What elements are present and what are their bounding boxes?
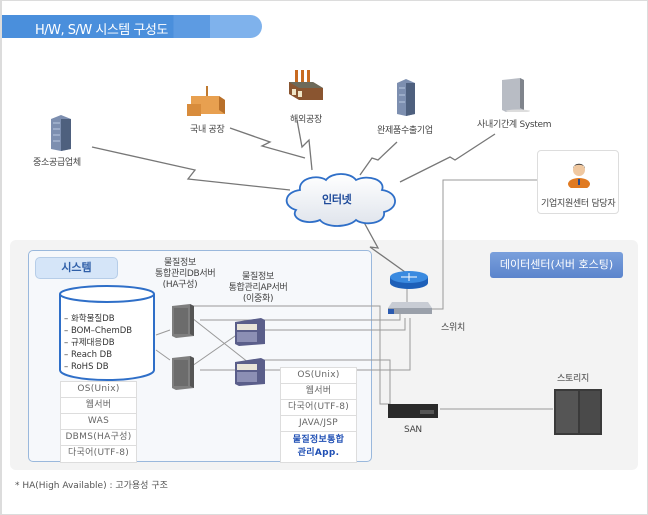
domestic-factory-label: 국내 공장 [190, 125, 225, 135]
san-label: SAN [404, 425, 422, 435]
export-company-label: 완제품수출기업 [377, 126, 433, 136]
title-bar: H/W, S/W 시스템 구성도 [2, 15, 262, 38]
ap-server-icon [235, 318, 265, 346]
db-item: – RoHS DB [64, 362, 109, 372]
ap-server-icon [235, 358, 265, 386]
internet-cloud-icon [285, 173, 396, 227]
san-icon [388, 404, 438, 418]
person-icon [568, 163, 590, 188]
app-name-line: 관리App. [297, 448, 340, 458]
database-icon [59, 285, 155, 381]
building-icon [51, 115, 71, 151]
link-router [359, 214, 406, 273]
db-server-icon [172, 356, 194, 390]
page-title: H/W, S/W 시스템 구성도 [35, 23, 168, 38]
factory-icon [289, 70, 323, 100]
internet-label: 인터넷 [322, 193, 352, 206]
app-name: 물질정보통합 관리App. [281, 432, 356, 462]
link-sme [91, 146, 291, 191]
db-server-icon [172, 304, 194, 338]
server-tower-icon [502, 78, 530, 112]
spec-row: OS(Unix) [61, 382, 136, 398]
datacenter-badge: 데이터센터(서버 호스팅) [490, 252, 623, 278]
spec-row: JAVA/JSP [281, 416, 356, 432]
link-export [359, 141, 398, 176]
router-icon [390, 271, 428, 289]
spec-row: DBMS(HA구성) [61, 430, 136, 446]
factory-icon [187, 86, 225, 116]
db-server-label-line: 물질정보 [164, 258, 196, 268]
ap-server-label-line: (이중화) [242, 294, 274, 304]
overseas-factory-label: 해외공장 [290, 115, 322, 125]
db-item: – BOM–ChemDB [64, 326, 133, 336]
spec-row: 웹서버 [281, 384, 356, 400]
support-label: 기업지원센터 담당자 [541, 199, 616, 209]
app-name-line: 물질정보통합 [292, 435, 345, 445]
db-spec-table: OS(Unix) 웹서버 WAS DBMS(HA구성) 다국어(UTF-8) [60, 381, 137, 463]
ap-spec-table: OS(Unix) 웹서버 다국어(UTF-8) JAVA/JSP 물질정보통합 … [280, 367, 357, 463]
db-item: – 화학물질DB [64, 314, 115, 324]
sme-supplier-label: 중소공급업체 [33, 158, 81, 168]
link-overseas [296, 119, 313, 171]
db-server-label: 물질정보 통합관리DB서버 (HA구성) [155, 258, 216, 291]
db-server-label-line: (HA구성) [162, 280, 198, 290]
ap-server-label-line: 물질정보 [242, 272, 274, 282]
system-label: 시스템 [35, 257, 118, 279]
storage-icon [554, 389, 602, 435]
link-support [432, 179, 537, 310]
spec-row: OS(Unix) [281, 368, 356, 384]
storage-label: 스토리지 [557, 374, 589, 384]
link-internal [399, 133, 496, 183]
spec-row: 다국어(UTF-8) [67, 448, 130, 458]
ap-server-label-line: 통합관리AP서버 [228, 283, 288, 293]
db-server-label-line: 통합관리DB서버 [155, 269, 216, 279]
ap-server-label: 물질정보 통합관리AP서버 (이중화) [225, 272, 291, 305]
footnote: * HA(High Available) : 고가용성 구조 [15, 481, 168, 491]
switch-label: 스위치 [441, 323, 465, 333]
db-item: – Reach DB [64, 350, 113, 360]
spec-row: 다국어(UTF-8) [281, 400, 356, 416]
building-icon [397, 79, 415, 116]
switch-icon [388, 302, 432, 314]
link-domestic [229, 127, 306, 159]
spec-row: WAS [61, 414, 136, 430]
spec-row: 웹서버 [61, 398, 136, 414]
db-item: – 규제대응DB [64, 338, 115, 348]
database-list: – 화학물질DB – BOM–ChemDB – 규제대응DB – Reach D… [64, 313, 132, 373]
internal-system-label: 사내기간계 System [477, 120, 552, 130]
